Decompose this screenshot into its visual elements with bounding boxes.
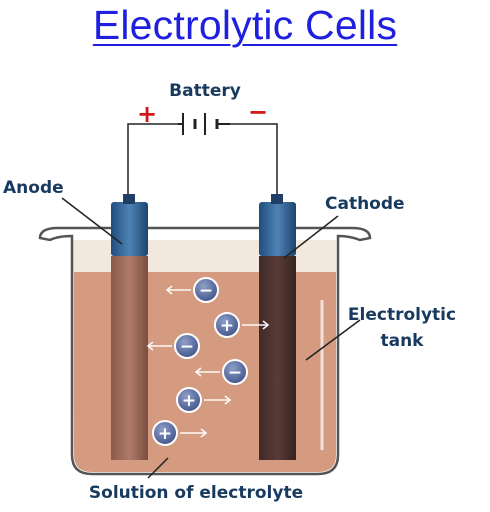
ion-sign: −: [228, 363, 242, 383]
circuit-wires: [127, 123, 278, 194]
anode-label: Anode: [3, 178, 64, 198]
arrow-right-3: [180, 428, 208, 438]
arrow-right-2: [204, 395, 232, 405]
negative-terminal-sign: −: [248, 98, 268, 126]
tank-pointer: [305, 319, 361, 361]
page-title: Electrolytic Cells: [92, 2, 398, 48]
anode-pointer: [61, 197, 123, 245]
ion-sign: +: [158, 424, 172, 444]
ion-sign: −: [180, 337, 194, 357]
battery-label: Battery: [169, 81, 241, 101]
anode-electrode: [111, 194, 148, 460]
ion-cation: +: [214, 312, 240, 338]
electrolytic-tank: [38, 226, 372, 476]
ion-anion: −: [222, 359, 248, 385]
solution-pointer: [147, 457, 169, 479]
ion-arrows: [146, 285, 270, 438]
ion-cation: +: [152, 420, 178, 446]
ion-anion: −: [193, 277, 219, 303]
battery-symbol: [178, 113, 230, 135]
arrow-left-2: [146, 341, 172, 351]
arrow-left-1: [165, 285, 191, 295]
ion-cation: +: [176, 387, 202, 413]
tank-label-line2: tank: [380, 331, 424, 351]
positive-terminal-sign: +: [137, 100, 157, 128]
solution-label: Solution of electrolyte: [89, 483, 303, 503]
cathode-pointer: [283, 215, 339, 259]
arrow-right-1: [242, 320, 270, 330]
tank-label-line1: Electrolytic: [348, 305, 456, 325]
arrow-left-3: [194, 367, 220, 377]
ion-sign: +: [182, 391, 196, 411]
ion-anion: −: [174, 333, 200, 359]
ions: − + − − + +: [152, 277, 248, 446]
ion-sign: +: [220, 316, 234, 336]
ion-sign: −: [199, 281, 213, 301]
cathode-label: Cathode: [325, 194, 405, 214]
cathode-electrode: [259, 194, 296, 460]
